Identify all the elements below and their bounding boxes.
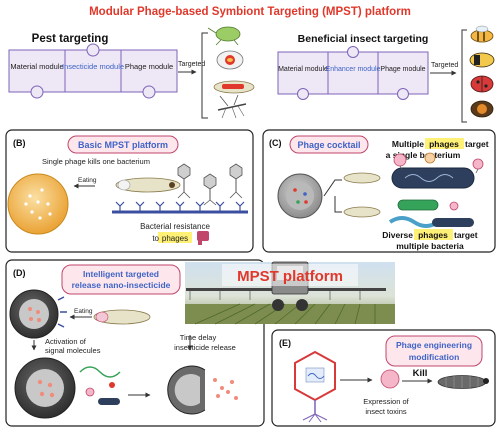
module-label: Material module [10, 62, 63, 71]
resistance-line-1: Bacterial resistance [140, 222, 210, 231]
puzzle-knob [31, 86, 43, 98]
beneficial-targeting-heading: Beneficial insect targeting [298, 33, 429, 45]
activation-line-2: signal molecules [45, 346, 101, 355]
mpst-platform-label: MPST platform [237, 268, 343, 285]
bacterium-icon [432, 218, 474, 227]
aphid-icon [208, 27, 240, 45]
beneficial-module-puzzle: Material module Enhancer module Phage mo… [278, 47, 428, 100]
panel-d-title-line-2: release nano-insecticide [72, 280, 171, 290]
eating-label: Eating [74, 308, 93, 315]
multi-line-prefix: Multiple [392, 139, 424, 149]
phage-module-piece [378, 52, 428, 94]
diverse-line-suffix: target [454, 230, 478, 240]
bacterium-icon [398, 200, 438, 210]
multi-line-suffix: target [465, 139, 489, 149]
module-label: Enhancer module [326, 66, 381, 73]
figure-title: Modular Phage-based Symbiont Targeting (… [89, 6, 411, 18]
material-module-piece [278, 52, 328, 94]
grey-particle [278, 174, 322, 218]
phage-icon [425, 153, 435, 163]
toxin-cluster-icon [381, 370, 399, 388]
beneficial-bracket [462, 30, 467, 122]
expression-line-1: Expression of [363, 397, 409, 406]
pest-targeting-heading: Pest targeting [32, 33, 109, 45]
enhancer-module-piece [328, 52, 378, 94]
sand-particle [8, 174, 68, 234]
panel-e-tag: (E) [279, 338, 291, 348]
pest-module-puzzle: Material module Insecticide module Phage… [9, 44, 177, 98]
bumblebee-icon [470, 53, 494, 67]
honeybee-icon [471, 26, 493, 42]
expression-line-2: insect toxins [365, 407, 407, 416]
pest-bracket [202, 33, 208, 118]
module-label: Phage module [380, 66, 425, 73]
puzzle-knob [398, 89, 409, 100]
panel-c-title: Phage cocktail [297, 140, 360, 150]
multi-highlight-word: phages [429, 139, 459, 149]
caterpillar-icon [214, 81, 254, 93]
delay-line-2: insecticide release [174, 343, 236, 352]
beetle-icon [471, 101, 493, 117]
phage-icon [450, 202, 458, 210]
ladybug-icon [471, 76, 493, 92]
bacterium-icon [392, 168, 474, 188]
puzzle-knob [87, 44, 99, 56]
larva-icon [344, 173, 380, 183]
diverse-line-2: multiple bacteria [396, 241, 464, 251]
larva-icon [344, 207, 380, 217]
panel-c-tag: (C) [269, 138, 282, 148]
diverse-highlight-word: phages [418, 230, 448, 240]
targeted-label: Targeted [178, 61, 205, 68]
panel-b-title: Basic MPST platform [78, 140, 168, 150]
whitefly-icon [217, 51, 243, 69]
kill-label: Kill [413, 368, 428, 379]
eating-label: Eating [78, 177, 97, 184]
delay-line-1: Time delay [180, 333, 217, 342]
resistance-line-2-prefix: to [152, 234, 159, 243]
panel-b-subtitle: Single phage kills one bacterium [42, 157, 150, 166]
activation-line-1: Activation of [45, 337, 87, 346]
module-label: Insecticide module [62, 62, 124, 71]
larva-icon [94, 310, 150, 324]
puzzle-knob [298, 89, 309, 100]
targeted-label: Targeted [431, 62, 458, 69]
module-label: Phage module [125, 62, 173, 71]
panel-d-title-line-1: Intelligent targeted [83, 269, 159, 279]
puzzle-knob [143, 86, 155, 98]
diverse-line-prefix: Diverse [382, 230, 413, 240]
panel-e-title-line-1: Phage engineering [396, 340, 472, 350]
panel-e-title-line-2: modification [409, 352, 460, 362]
panel-d-tag: (D) [13, 268, 26, 278]
puzzle-knob [348, 47, 359, 58]
module-label: Material module [278, 66, 328, 73]
panel-b-tag: (B) [13, 138, 26, 148]
resistance-highlight-word: phages [162, 234, 188, 243]
mosquito-icon [218, 95, 246, 118]
larva-icon [116, 178, 180, 192]
activated-particle [15, 358, 75, 418]
